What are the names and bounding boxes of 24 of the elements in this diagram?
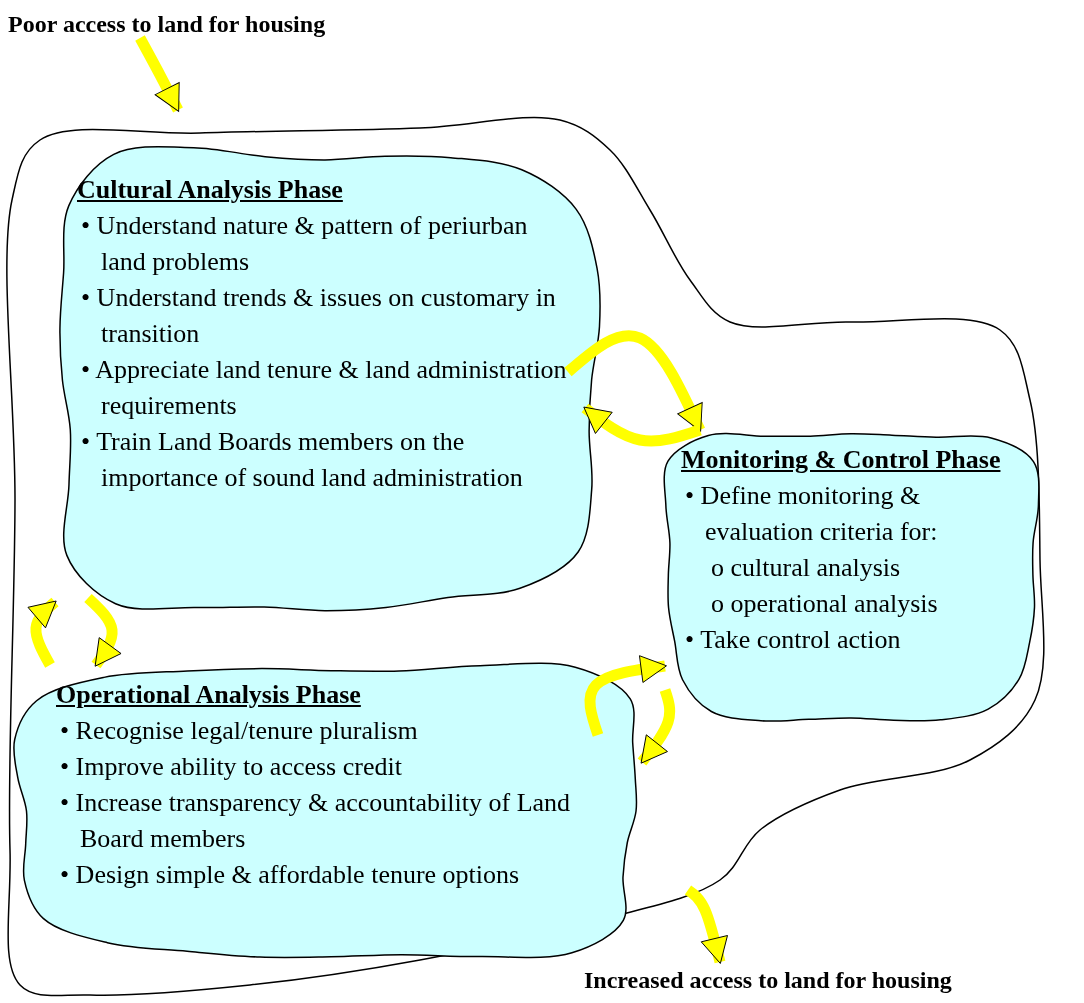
arrow bbox=[637, 688, 676, 766]
bullet-item: • Define monitoring & evaluation criteria for: bbox=[684, 480, 939, 548]
phase-heading: Cultural Analysis Phase bbox=[77, 174, 343, 206]
phase-heading: Operational Analysis Phase bbox=[56, 679, 361, 711]
arrow bbox=[135, 35, 183, 113]
arrow bbox=[84, 593, 122, 669]
heading-text: Poor access to land for housing bbox=[8, 11, 326, 37]
bullet-item: • Understand trends & issues on customary in transition bbox=[80, 282, 557, 350]
arrow bbox=[581, 403, 702, 447]
arrow bbox=[27, 597, 59, 668]
arrow bbox=[684, 885, 728, 964]
bullet-item: o operational analysis bbox=[710, 588, 939, 620]
bullet-item: • Appreciate land tenure & land administration requirements bbox=[80, 354, 568, 422]
bullet-item: • Train Land Boards members on the importance of sound land administration bbox=[80, 426, 524, 494]
bullet-item: • Recognise legal/tenure pluralism bbox=[59, 715, 419, 747]
heading-text: Increased access to land for housing bbox=[584, 967, 952, 993]
bullet-item: • Improve ability to access credit bbox=[59, 751, 403, 783]
bullet-item: • Understand nature & pattern of periurban land problems bbox=[80, 210, 529, 278]
bullet-item: • Increase transparency & accountability of Land Board members bbox=[59, 787, 572, 855]
arrow bbox=[584, 655, 667, 737]
phase-heading: Monitoring & Control Phase bbox=[681, 444, 1001, 476]
bullet-item: o cultural analysis bbox=[710, 552, 902, 584]
bullet-item: • Design simple & affordable tenure options bbox=[59, 859, 521, 891]
bullet-item: • Take control action bbox=[684, 624, 902, 656]
